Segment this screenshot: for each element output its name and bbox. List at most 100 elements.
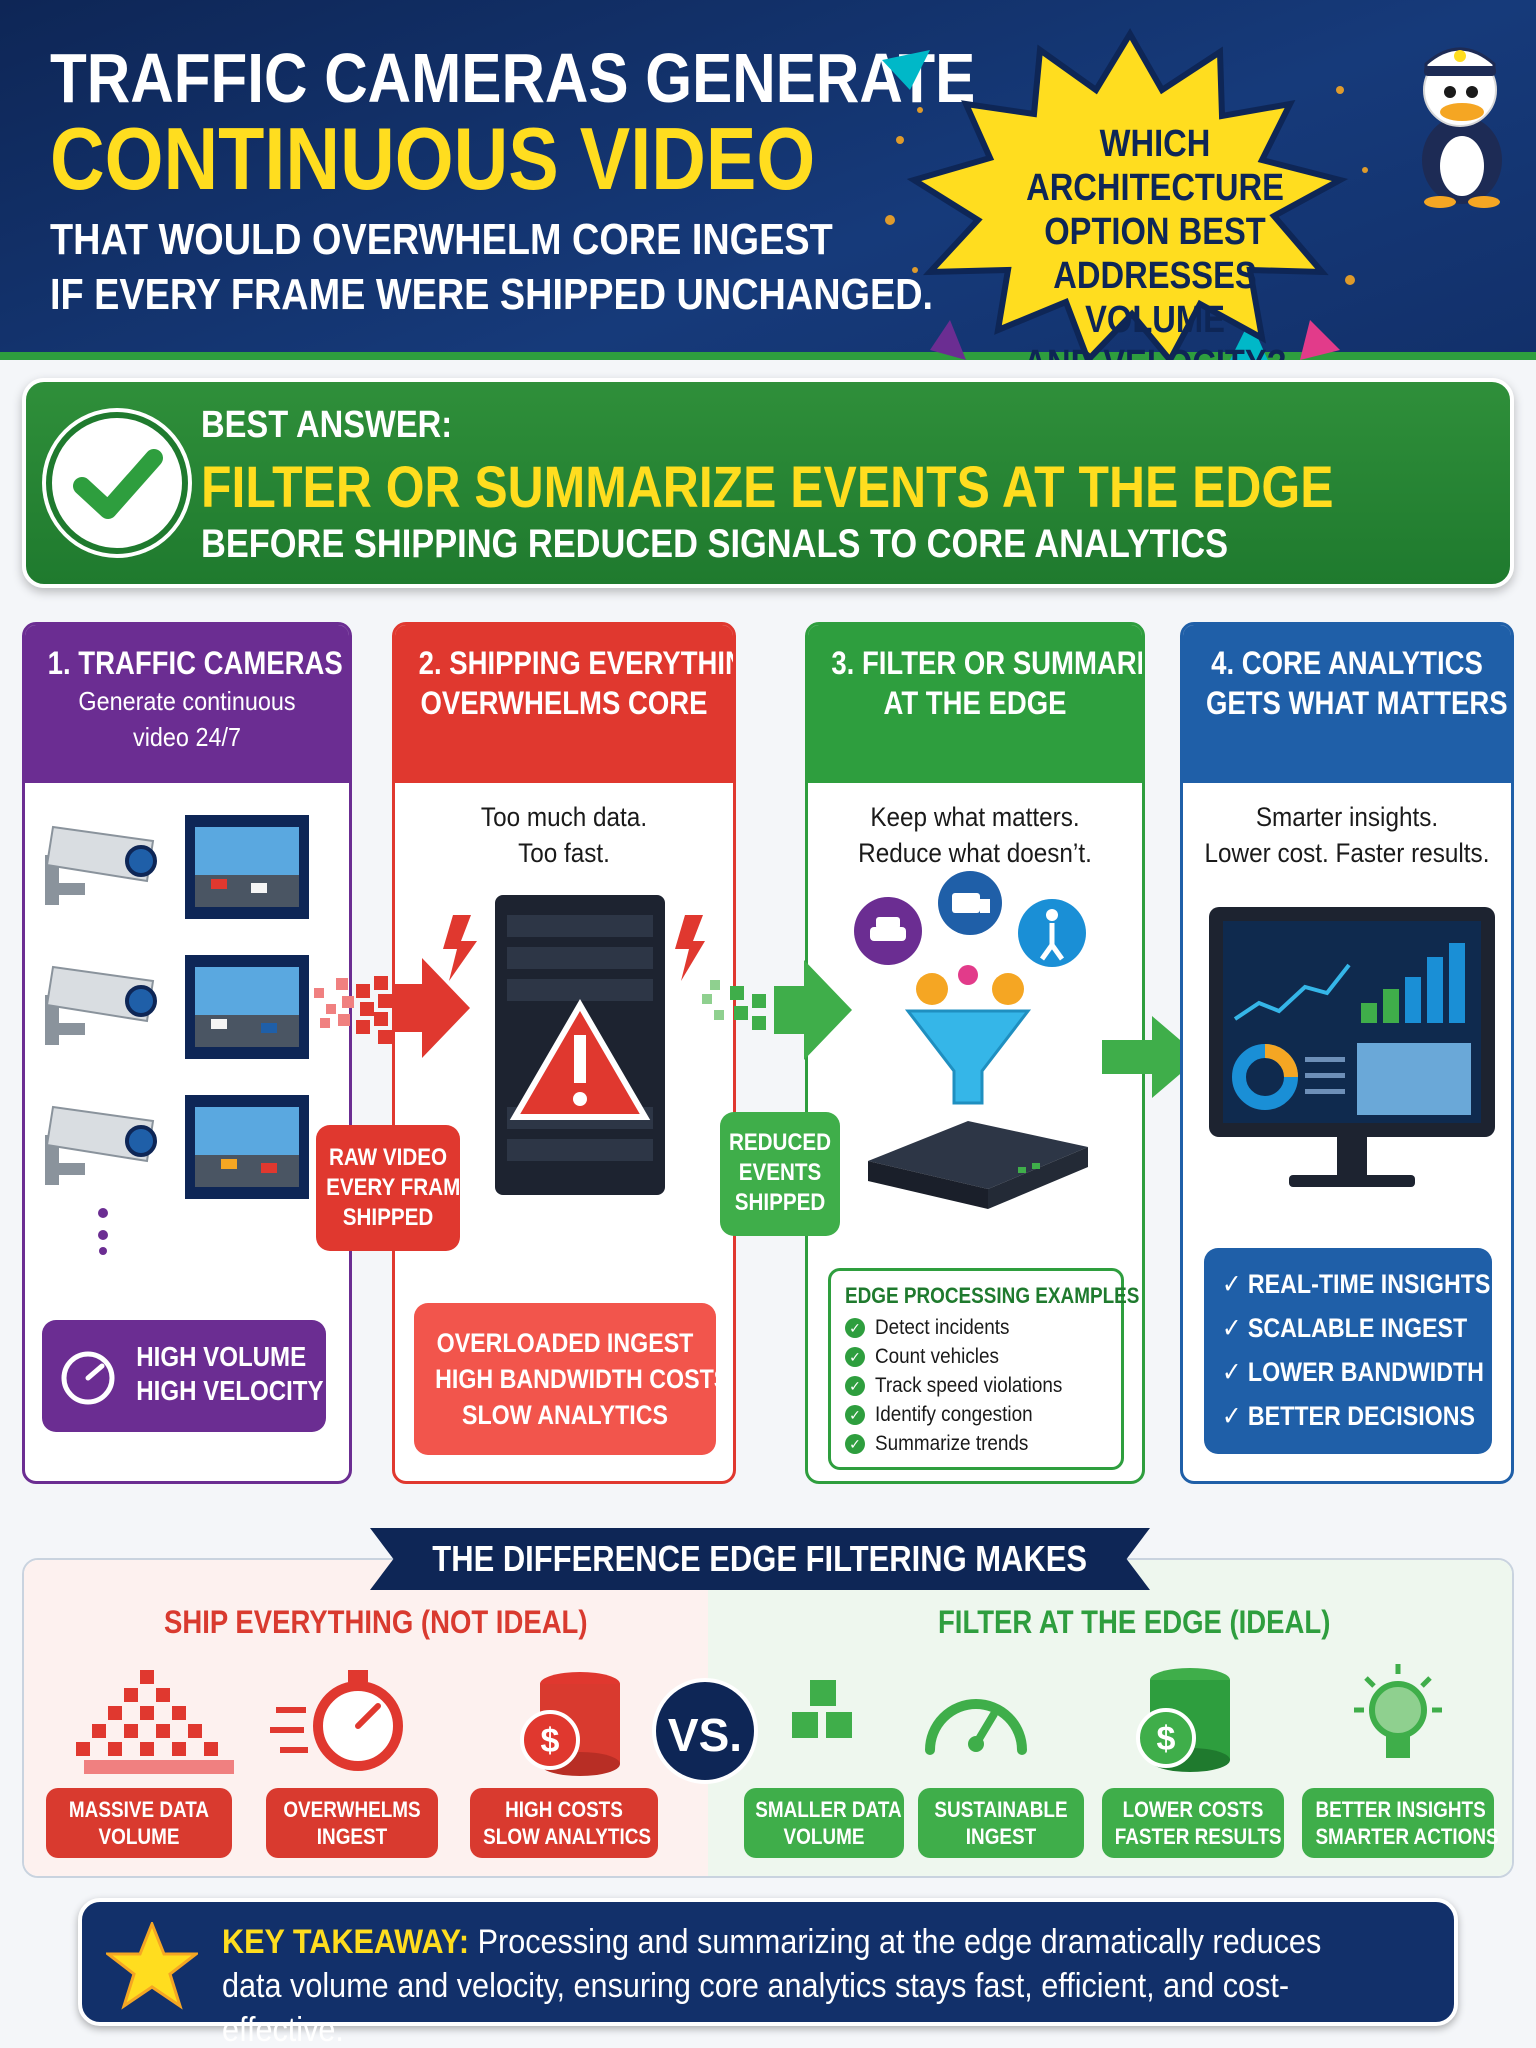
security-camera-icon [45,825,157,905]
funnel-icon [904,1009,1032,1105]
core-benefits-list: ✓ REAL-TIME INSIGHTS ✓ SCALABLE INGEST ✓… [1204,1248,1492,1454]
desc-line: Too fast. [518,838,610,868]
checkmark-icon: ✓ [845,1404,865,1425]
column-title: 1. TRAFFIC CAMERAS [47,645,343,681]
benefit-text: SCALABLE INGEST [1247,1313,1468,1343]
badge-line: REDUCED [728,1129,832,1156]
filter-edge-icons: $ [792,1664,1442,1772]
pill-line: SMALLER DATA [755,1797,902,1822]
monitor-dashboard-icon [1209,907,1495,1187]
column-title: OVERWHELMS CORE [420,685,708,721]
stopwatch-icon [270,1670,403,1771]
pill-line: INGEST [316,1824,388,1849]
column-core-analytics: 4. CORE ANALYTICS GETS WHAT MATTERS Smar… [1180,622,1514,1484]
question-line: OPTION BEST [1044,211,1266,253]
column-title: GETS WHAT MATTERS [1205,685,1508,721]
column-header: 1. TRAFFIC CAMERAS Generate continuous v… [25,625,349,783]
badge-line: RAW VIDEO [328,1144,448,1171]
desc-line: Lower cost. Faster results. [1204,838,1490,868]
pill-line: SUSTAINABLE [934,1797,1068,1822]
column-title: AT THE EDGE [883,685,1067,721]
pill-line: INGEST [965,1824,1037,1849]
question-text: WHICH ARCHITECTURE OPTION BEST ADDRESSES… [983,122,1327,360]
benefit-text: BETTER DECISIONS [1247,1401,1475,1431]
svg-text:$: $ [1157,1720,1176,1758]
server-rack-icon [443,895,705,1195]
raw-video-badge: RAW VIDEO EVERY FRAME SHIPPED [316,1125,474,1251]
takeaway-text: KEY TAKEAWAY: Processing and summarizing… [222,1920,1329,2048]
coin-stack-icon: $ [520,1672,620,1776]
desc-line: Keep what matters. [870,802,1080,832]
lightning-icon [675,915,705,981]
title-line-1: TRAFFIC CAMERAS GENERATE [50,39,976,117]
edge-example-text: Summarize trends [875,1432,1029,1455]
svg-text:$: $ [541,1722,560,1760]
difference-banner: THE DIFFERENCE EDGE FILTERING MAKES [370,1528,1150,1590]
pill-line: SLOW ANALYTICS [483,1824,651,1849]
edge-example-text: Detect incidents [875,1316,1010,1339]
edge-example-item: ✓Detect incidents [845,1313,1107,1342]
checkmark-icon [46,412,188,554]
reduced-events-badge: REDUCED EVENTS SHIPPED [720,1112,840,1236]
pill-line: LOWER COSTS [1122,1797,1264,1822]
checkmark-icon: ✓ [845,1346,865,1367]
edge-device-icon [868,1121,1088,1209]
question-line: ADDRESSES VOLUME [1053,255,1257,341]
header-banner: TRAFFIC CAMERAS GENERATE CONTINUOUS VIDE… [0,0,1536,360]
pill-line: HIGH VOLUME [136,1341,307,1372]
ship-everything-heading: SHIP EVERYTHING (NOT IDEAL) [164,1604,588,1640]
title-line-2: CONTINUOUS VIDEO [50,109,816,208]
desc-line: Too much data. [480,802,648,832]
ship-everything-icons: $ [76,1670,620,1776]
edge-processing-examples: EDGE PROCESSING EXAMPLES ✓Detect inciden… [828,1268,1140,1470]
desc-line: Reduce what doesn’t. [858,838,1092,868]
edge-examples-title: EDGE PROCESSING EXAMPLES [845,1283,1140,1308]
raw-data-arrow [314,958,470,1058]
column-header: 4. CORE ANALYTICS GETS WHAT MATTERS [1183,625,1511,783]
pill-line: SMARTER ACTIONS [1315,1824,1499,1849]
edge-example-item: ✓ Count vehicles [845,1342,1107,1371]
video-frame-icon [185,815,309,919]
pill-line: HIGH BANDWIDTH COSTS [435,1364,730,1394]
checkmark-icon: ✓ [845,1375,865,1396]
edge-example-text: Track speed violations [875,1374,1063,1397]
column-title: 4. CORE ANALYTICS [1211,645,1483,681]
camera-feed-illustration [45,815,309,1255]
edge-funnel-illustration [854,871,1088,1209]
best-answer-subline: BEFORE SHIPPING REDUCED SIGNALS TO CORE … [201,522,1229,566]
header-green-strip [0,352,1536,360]
takeaway-label: KEY TAKEAWAY: [222,1923,470,1961]
edge-example-item: ✓ Summarize trends [845,1429,1107,1458]
pill-line: MASSIVE DATA [68,1797,210,1822]
title-line-4: IF EVERY FRAME WERE SHIPPED UNCHANGED. [50,270,934,319]
question-starburst [882,28,1368,360]
badge-line: SHIPPED [342,1204,434,1231]
lightbulb-icon [1354,1664,1442,1758]
title-line-3: THAT WOULD OVERWHELM CORE INGEST [50,215,833,264]
best-answer-banner: BEST ANSWER: FILTER OR SUMMARIZE EVENTS … [22,378,1514,588]
takeaway-body: Processing and summarizing at the edge d… [222,1923,1322,2048]
pill-line: BETTER INSIGHTS [1315,1797,1486,1822]
checkmark-icon: ✓ [845,1433,865,1454]
best-answer-label: BEST ANSWER: [201,404,453,446]
question-line: WHICH ARCHITECTURE [1026,123,1284,209]
car-icon [854,897,922,965]
video-frame-icon [185,1095,309,1199]
filter-edge-heading: FILTER AT THE EDGE (IDEAL) [938,1604,1331,1640]
overloaded-ingest-pill: OVERLOADED INGEST HIGH BANDWIDTH COSTS S… [414,1303,730,1455]
to-core-arrow [1102,1016,1200,1098]
key-takeaway-panel: KEY TAKEAWAY: Processing and summarizing… [78,1898,1458,2048]
benefit-item: ✓ BETTER DECISIONS [1222,1401,1475,1431]
pill-line: OVERWHELMS [283,1797,421,1822]
benefit-item: ✓ REAL-TIME INSIGHTS [1222,1269,1491,1299]
reduced-data-arrow [702,960,852,1060]
pill-line: VOLUME [783,1824,865,1849]
pill-line: VOLUME [98,1824,180,1849]
edge-example-text: Count vehicles [875,1345,999,1368]
badge-line: SHIPPED [734,1189,826,1216]
difference-banner-text: THE DIFFERENCE EDGE FILTERING MAKES [432,1538,1088,1579]
